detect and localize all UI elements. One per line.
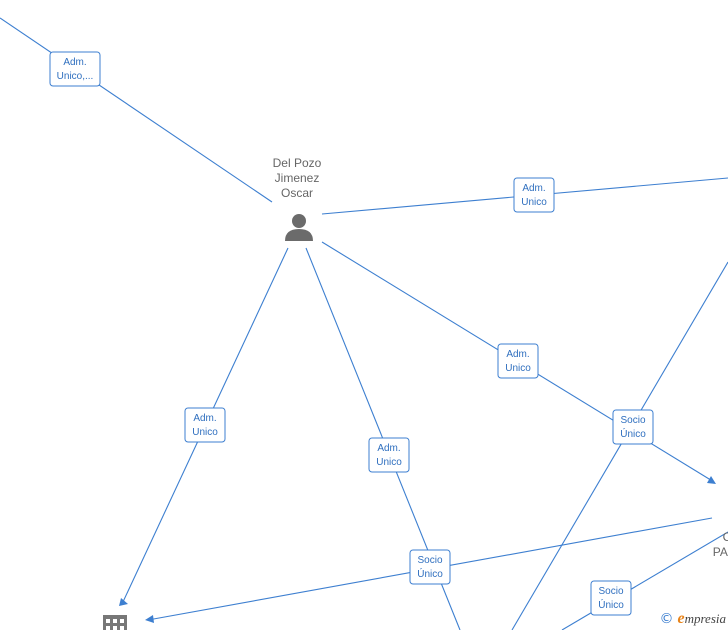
- edge-label[interactable]: Adm. Unico: [368, 437, 410, 473]
- edge-label[interactable]: Adm. Unico: [513, 177, 555, 213]
- building-icon[interactable]: [103, 615, 127, 630]
- svg-text:Único: Único: [620, 427, 646, 440]
- svg-text:Unico: Unico: [505, 363, 531, 374]
- svg-text:Unico: Unico: [521, 197, 547, 208]
- brand-name: mpresia: [684, 611, 726, 626]
- svg-text:Adm.: Adm.: [506, 349, 529, 360]
- partial-node-right[interactable]: C PAI: [713, 530, 728, 559]
- edges: [0, 17, 728, 630]
- partial-node-label: C: [723, 530, 728, 544]
- edge-right-diagonal: [511, 261, 728, 630]
- edge-label[interactable]: Adm. Unico: [184, 407, 226, 443]
- edge-bottom-right: [561, 531, 728, 630]
- brand-watermark: © empresia: [659, 610, 726, 628]
- arrowhead-company: [119, 598, 128, 606]
- partial-node-label: PAI: [713, 545, 728, 559]
- edge-label[interactable]: Socio Único: [612, 409, 654, 445]
- person-name-line: Del Pozo: [273, 156, 322, 170]
- edge-label[interactable]: Adm. Unico: [497, 343, 539, 379]
- edge-label[interactable]: Adm. Unico,...: [49, 51, 101, 87]
- brand-logo: empresia: [677, 610, 726, 628]
- edge-label[interactable]: Socio Único: [590, 580, 632, 616]
- svg-text:Socio: Socio: [620, 415, 645, 426]
- edge-top-left: [0, 17, 273, 203]
- svg-text:Único: Único: [417, 567, 443, 580]
- person-icon[interactable]: [285, 214, 313, 241]
- svg-text:Unico,...: Unico,...: [57, 71, 94, 82]
- person-node[interactable]: Del Pozo Jimenez Oscar: [273, 156, 322, 241]
- svg-text:Adm.: Adm.: [63, 57, 86, 68]
- svg-text:Unico: Unico: [376, 457, 402, 468]
- person-name-line: Oscar: [281, 186, 313, 200]
- copyright-symbol: ©: [659, 611, 674, 627]
- svg-text:Unico: Unico: [192, 427, 218, 438]
- svg-text:Adm.: Adm.: [377, 443, 400, 454]
- svg-text:Socio: Socio: [598, 586, 623, 597]
- brand-initial: e: [677, 610, 685, 627]
- edge-label[interactable]: Socio Único: [409, 549, 451, 585]
- arrowhead-company-right: [145, 615, 154, 623]
- person-name-line: Jimenez: [275, 171, 320, 185]
- svg-text:Único: Único: [598, 598, 624, 611]
- svg-text:Adm.: Adm.: [522, 183, 545, 194]
- svg-text:Adm.: Adm.: [193, 413, 216, 424]
- svg-text:Socio: Socio: [417, 555, 442, 566]
- arrowhead-right-node: [707, 476, 716, 484]
